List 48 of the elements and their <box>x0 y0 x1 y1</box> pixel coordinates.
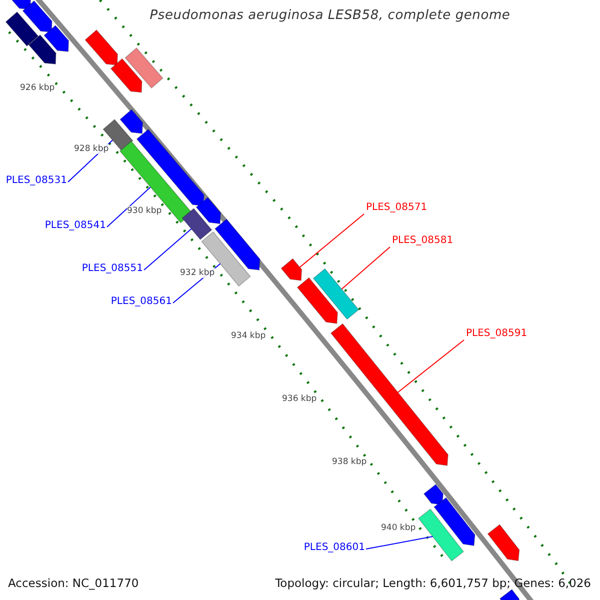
scale-label: 930 kbp <box>127 206 162 216</box>
gene-feature <box>280 258 302 281</box>
locus-label: PLES_08551 <box>82 263 143 275</box>
leader-line <box>341 246 390 290</box>
locus-label: PLES_08591 <box>466 328 528 340</box>
locus-label: PLES_08571 <box>366 202 428 214</box>
gene-feature <box>120 109 144 134</box>
leader-line <box>397 340 464 393</box>
locus-label: PLES_08561 <box>110 296 172 308</box>
gene-feature <box>196 196 221 224</box>
title: Pseudomonas aeruginosa LESB58, complete genome <box>148 8 512 23</box>
scale-label: 932 kbp <box>180 268 215 278</box>
genome-stats-text: Topology: circular; Length: 6,601,757 bp; Genes: 6,026 <box>275 576 591 590</box>
leader-line <box>299 214 364 268</box>
gene-feature <box>124 47 164 89</box>
scale-label: 934 kbp <box>231 331 266 341</box>
leader-line <box>366 536 434 550</box>
gene-feature <box>330 323 448 466</box>
gene-feature <box>423 484 444 506</box>
gene-feature <box>201 231 251 287</box>
locus-label: PLES_08531 <box>6 175 67 187</box>
locus-label: PLES_08581 <box>392 235 454 247</box>
scale-label: 926 kbp <box>20 83 55 93</box>
gene-feature <box>28 34 56 64</box>
accession-text: Accession: NC_011770 <box>8 576 139 590</box>
gene-feature <box>44 24 69 52</box>
leader-line <box>144 228 192 270</box>
scale-label: 938 kbp <box>332 457 367 467</box>
gene-feature <box>5 11 39 47</box>
gene-feature <box>84 29 118 66</box>
scale-label: 936 kbp <box>282 394 317 404</box>
gene-feature <box>182 208 212 240</box>
gene-feature <box>296 277 338 324</box>
gene-feature <box>312 268 360 320</box>
gene-feature <box>418 508 464 562</box>
gene-feature <box>214 218 260 270</box>
leader-line <box>106 186 151 228</box>
gene-feature <box>22 0 52 33</box>
gene-feature <box>110 58 142 93</box>
scale-label: 940 kbp <box>381 523 416 533</box>
gene-feature <box>119 140 193 224</box>
locus-label: PLES_08541 <box>44 220 106 232</box>
gene-feature <box>434 497 476 546</box>
scale-label: 928 kbp <box>74 144 109 154</box>
gene-feature <box>499 588 520 600</box>
gene-feature <box>487 524 520 562</box>
locus-label: PLES_08601 <box>304 542 365 554</box>
gene-feature <box>136 128 204 206</box>
